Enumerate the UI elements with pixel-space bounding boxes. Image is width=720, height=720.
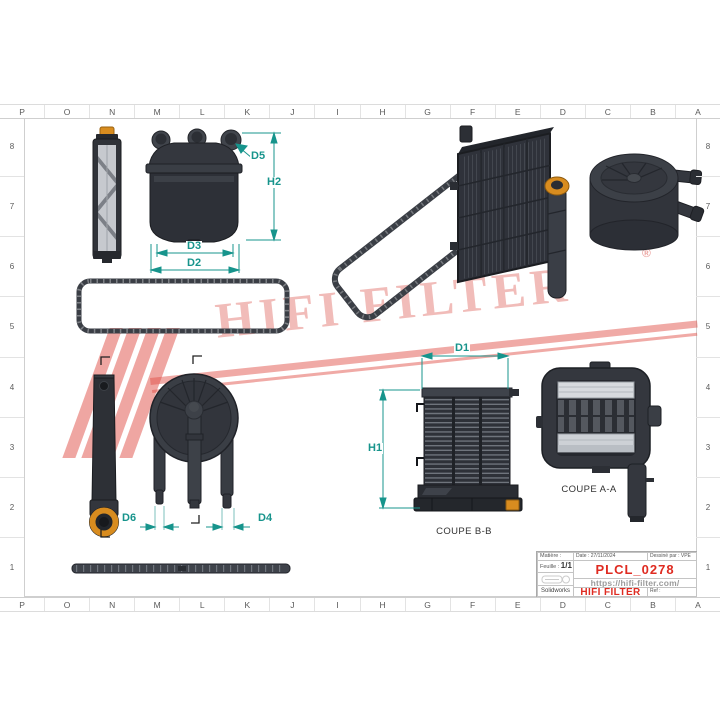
grid-column-label: O — [45, 105, 91, 118]
dimension-label-d4: D4 — [257, 512, 274, 524]
grid-column-label: B — [631, 105, 676, 118]
date-label: Date : — [576, 553, 590, 559]
part-coupe-aa-section — [536, 361, 662, 522]
dimension-label-d5: D5 — [250, 150, 267, 162]
title-block: Matière : Date : 27/11/2024 Dessiné par … — [536, 551, 697, 597]
grid-column-label: E — [496, 598, 541, 611]
grid-ruler-bottom: P O N M L K J I H G F E D C B A — [0, 597, 720, 612]
website-url: https://hifi-filter.com/ — [590, 578, 680, 588]
grid-row-label: 4 — [696, 358, 720, 418]
grid-column-label: E — [496, 105, 541, 118]
grid-column-label: G — [406, 105, 451, 118]
software-label: Solidworks — [540, 588, 570, 594]
grid-row-label: 1 — [705, 562, 711, 572]
part-round-canister-isometric — [589, 153, 705, 251]
part-gasket-edge-view — [71, 563, 291, 574]
part-canister-top-view — [149, 373, 239, 509]
grid-row-label: 6 — [0, 237, 24, 298]
ref-label: Ref : — [650, 588, 661, 594]
grid-column-label: P — [0, 105, 46, 118]
grid-column-label: H — [361, 105, 406, 118]
grid-row-label: 2 — [696, 478, 720, 538]
grid-column-label: H — [361, 598, 406, 611]
hifi-logo-small-icon — [541, 575, 570, 583]
grid-column-label: O — [45, 598, 91, 611]
title-block-software-cell: Solidworks — [537, 585, 574, 597]
grid-column-label: C — [586, 105, 631, 118]
part-panel-filter-isometric — [450, 125, 570, 299]
grid-row-label: 5 — [696, 297, 720, 358]
grid-column-label: M — [135, 598, 181, 611]
grid-column-label: I — [315, 105, 361, 118]
grid-column-label: J — [270, 598, 316, 611]
grid-row-label: 8 — [0, 117, 24, 178]
grid-column-label: N — [90, 105, 136, 118]
grid-row-label: 1 — [9, 562, 15, 572]
grid-ruler-left: 8 7 6 5 4 3 2 1 — [0, 117, 24, 597]
title-block-part-number-cell: PLCL_0278 — [573, 560, 697, 579]
part-element-side-view — [89, 374, 119, 537]
grid-column-label: L — [180, 105, 226, 118]
drawn-by-label: Dessiné par : — [650, 553, 680, 559]
grid-column-label: N — [90, 598, 136, 611]
section-label-coupe-bb: COUPE B-B — [436, 526, 492, 537]
grid-row-label: 5 — [0, 297, 24, 358]
grid-column-label: C — [586, 598, 631, 611]
sheet-value: 1/1 — [560, 561, 572, 570]
material-label: Matière : — [540, 553, 562, 559]
grid-ruler-top: P O N M L K J I H G F E D C B A — [0, 104, 720, 119]
brand-name: HIFI FILTER — [580, 587, 641, 597]
grid-row-label: 6 — [696, 237, 720, 298]
grid-column-label: K — [225, 105, 271, 118]
title-block-ref-cell: Ref : — [647, 587, 697, 597]
grid-row-label: 3 — [696, 418, 720, 478]
grid-column-label: A — [695, 599, 701, 610]
grid-column-label: F — [451, 105, 496, 118]
part-coupe-bb-section — [413, 387, 523, 512]
grid-column-label: F — [451, 598, 496, 611]
grid-column-label: G — [406, 598, 451, 611]
watermark-registered-mark: ® — [642, 246, 651, 260]
title-block-brand-cell: HIFI FILTER — [573, 587, 648, 597]
grid-row-label: 4 — [0, 358, 24, 418]
grid-column-label: L — [180, 598, 226, 611]
grid-row-label: 7 — [696, 177, 720, 238]
grid-column-label: M — [135, 105, 181, 118]
grid-row-label: 8 — [696, 117, 720, 178]
drawn-by-value: VPE — [680, 553, 691, 559]
dimension-label-h2: H2 — [266, 176, 283, 188]
part-cartridge-side-view — [92, 126, 122, 263]
grid-row-label: 3 — [0, 418, 24, 478]
part-number: PLCL_0278 — [595, 562, 675, 577]
grid-column-label: J — [270, 105, 316, 118]
grid-column-label: D — [541, 598, 586, 611]
grid-column-label: B — [631, 598, 676, 611]
part-canister-front-view — [145, 128, 243, 249]
title-block-logo-cell — [537, 572, 574, 586]
dimension-label-h1: H1 — [367, 442, 384, 454]
grid-column-label: P — [0, 598, 46, 611]
grid-column-label: K — [225, 598, 271, 611]
grid-row-label: 7 — [0, 177, 24, 238]
grid-column-label: I — [315, 598, 361, 611]
dimension-label-d1: D1 — [454, 342, 471, 354]
grid-row-label: 2 — [0, 478, 24, 538]
date-value: 27/11/2024 — [590, 553, 616, 559]
grid-column-label: D — [541, 105, 586, 118]
sheet-label: Feuille : — [540, 564, 560, 570]
grid-column-label: A — [695, 106, 701, 117]
dimension-label-d3: D3 — [186, 240, 203, 252]
dimension-label-d6: D6 — [121, 512, 138, 524]
dimension-label-d2: D2 — [186, 257, 203, 269]
section-label-coupe-aa: COUPE A-A — [561, 484, 617, 495]
grid-ruler-right: 8 7 6 5 4 3 2 1 — [696, 117, 720, 597]
part-gasket-flat-view — [76, 278, 290, 334]
